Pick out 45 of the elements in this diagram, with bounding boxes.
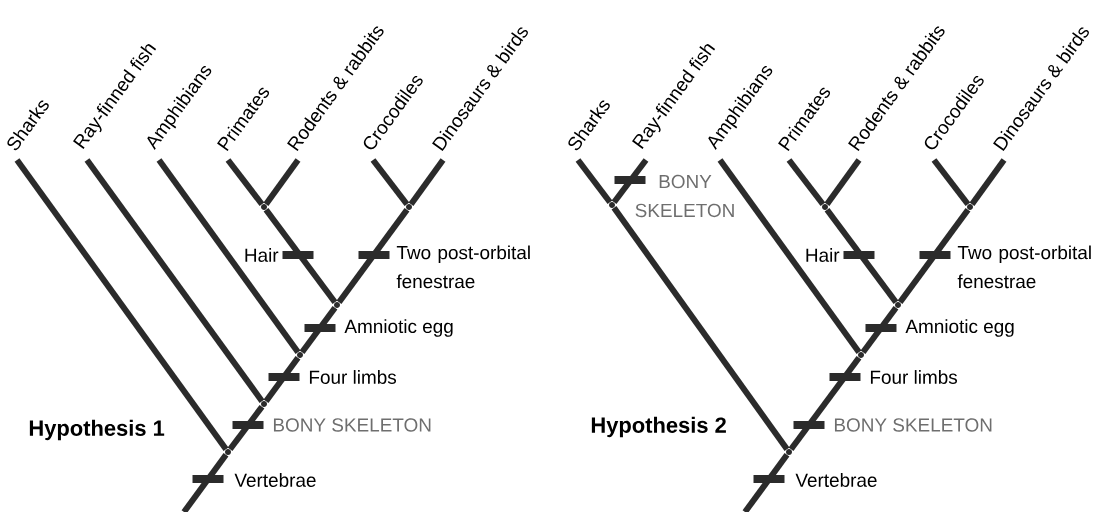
branch-point	[858, 352, 864, 358]
branch-line	[408, 158, 446, 206]
trait-label: BONY SKELETON	[834, 418, 992, 432]
trait-label: Hair	[245, 248, 279, 262]
branch-line	[263, 207, 338, 305]
branch-line	[742, 452, 790, 512]
branch-line	[931, 158, 971, 207]
branch-line	[824, 158, 862, 206]
branch-line	[786, 158, 826, 207]
trait-label: Vertebrae	[795, 473, 877, 487]
branch-line	[611, 158, 649, 205]
branch-line	[788, 355, 862, 452]
hypothesis-label: Hypothesis 1	[29, 419, 165, 441]
branch-line	[717, 158, 862, 354]
branch-line	[860, 305, 899, 355]
branch-line	[897, 207, 971, 305]
branch-point	[967, 204, 973, 210]
branch-line	[181, 452, 229, 512]
branch-point	[225, 449, 231, 455]
branch-line	[575, 158, 613, 205]
branch-line	[263, 355, 301, 404]
branch-line	[225, 158, 265, 207]
branch-line	[14, 158, 229, 451]
branch-line	[299, 305, 338, 355]
trait-label: Two post-orbital fenestrae	[396, 245, 530, 289]
branch-line	[227, 404, 265, 452]
branch-line	[824, 207, 899, 305]
branch-point	[406, 204, 412, 210]
branch-point	[895, 302, 901, 308]
branch-line	[370, 158, 410, 207]
branch-point	[261, 401, 267, 407]
trait-label: Two post-orbital fenestrae	[957, 245, 1091, 289]
branch-point	[786, 449, 792, 455]
branch-line	[84, 158, 265, 403]
branch-point	[261, 204, 267, 210]
branch-point	[609, 202, 615, 208]
branch-point	[297, 352, 303, 358]
branch-line	[969, 158, 1007, 206]
branch-line	[156, 158, 301, 354]
branch-line	[611, 206, 790, 451]
branch-point	[822, 204, 828, 210]
branch-line	[336, 207, 410, 305]
trait-label: Hair	[806, 248, 840, 262]
branch-point	[334, 302, 340, 308]
branch-line	[263, 158, 301, 206]
